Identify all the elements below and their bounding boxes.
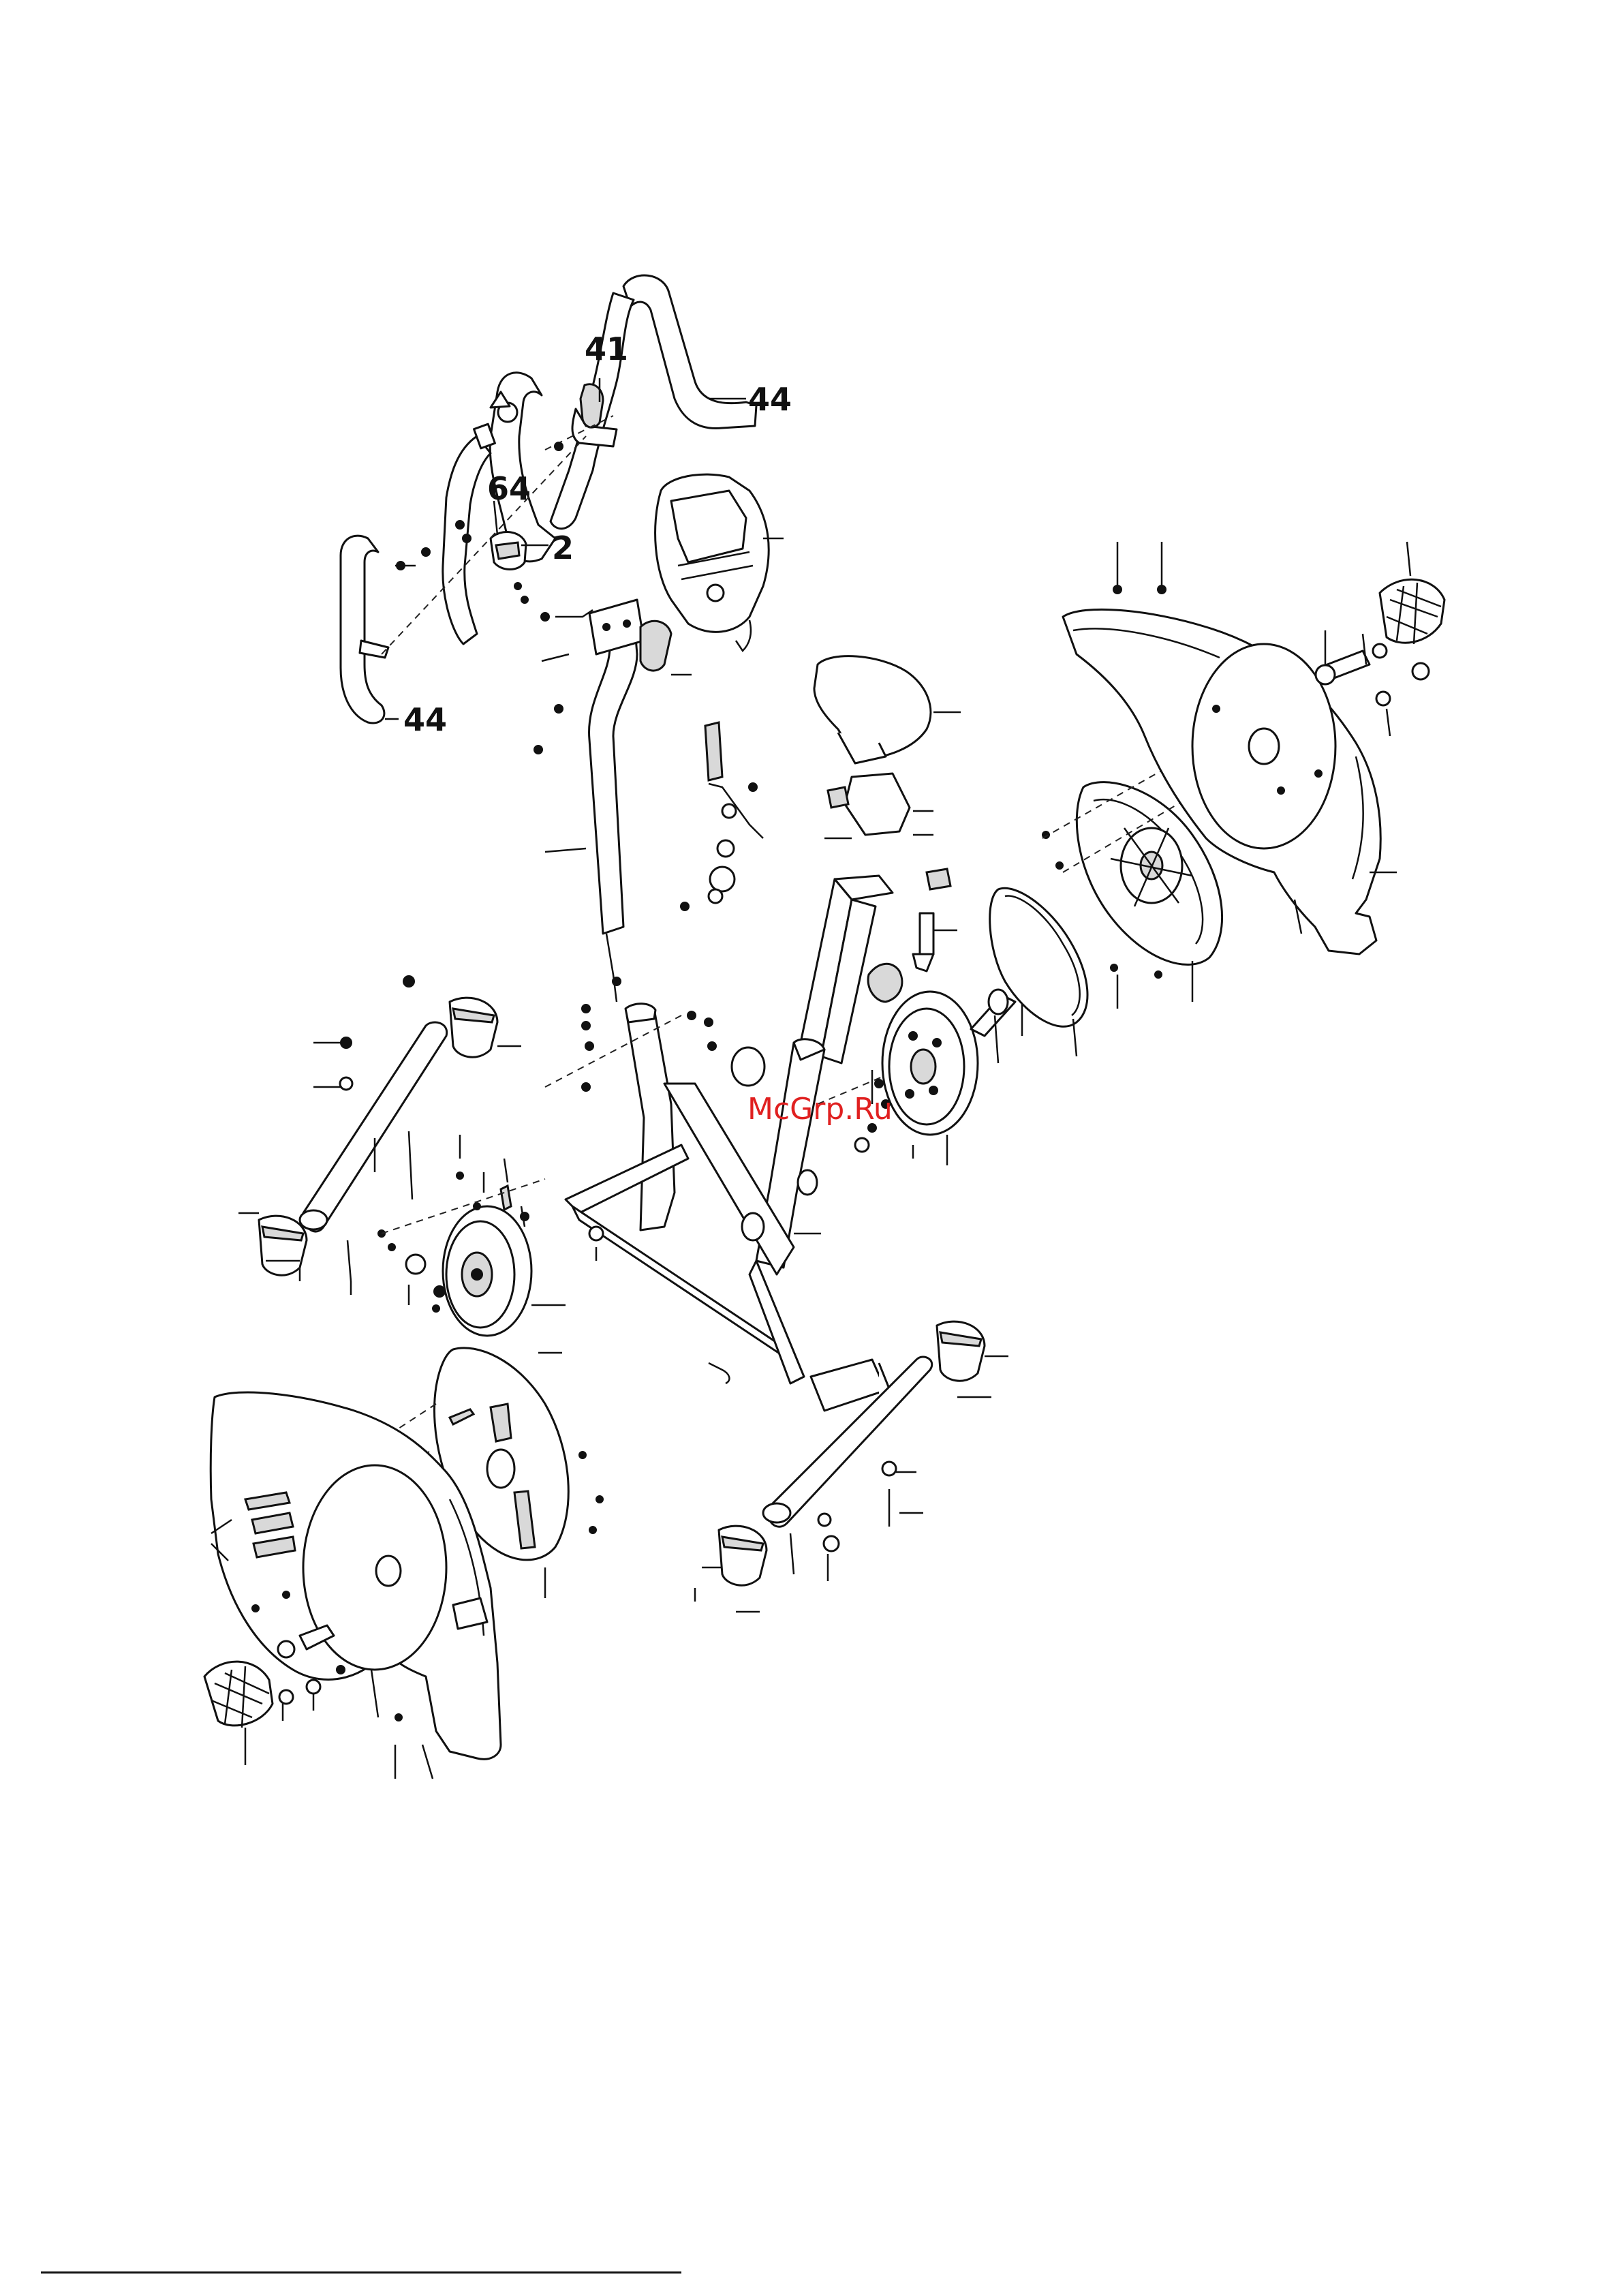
bottom-rule [41, 2271, 681, 2274]
callout-44-top: 44 [748, 381, 792, 418]
tension-parts [681, 722, 763, 910]
callout-44-left: 44 [403, 701, 447, 738]
end-cap-bottom [259, 1216, 307, 1275]
front-post [627, 1009, 675, 1230]
callout-64: 64 [487, 470, 531, 507]
console-assembly [655, 474, 784, 651]
post-tube [589, 613, 637, 934]
pedal-right [1380, 579, 1444, 643]
handlebar-lower-left [341, 536, 384, 723]
adjustment-knob [640, 621, 671, 671]
handlebar-post [534, 600, 692, 1002]
pulley-crank [855, 990, 1027, 1165]
front-stabilizer-tube [303, 1022, 447, 1231]
end-cap-rear-top [937, 1321, 985, 1381]
end-cap-top [450, 998, 497, 1057]
seat-bracket [845, 774, 910, 835]
callout-41: 41 [585, 331, 628, 367]
handlebar-upper [623, 275, 756, 428]
watermark: McGrp.Ru [747, 1092, 893, 1127]
end-cap-rear-bottom [719, 1526, 767, 1585]
callout-2: 2 [552, 530, 574, 566]
flywheel-left [378, 1135, 603, 1336]
seat-knob [868, 964, 902, 1002]
drive-belt [990, 888, 1117, 1056]
